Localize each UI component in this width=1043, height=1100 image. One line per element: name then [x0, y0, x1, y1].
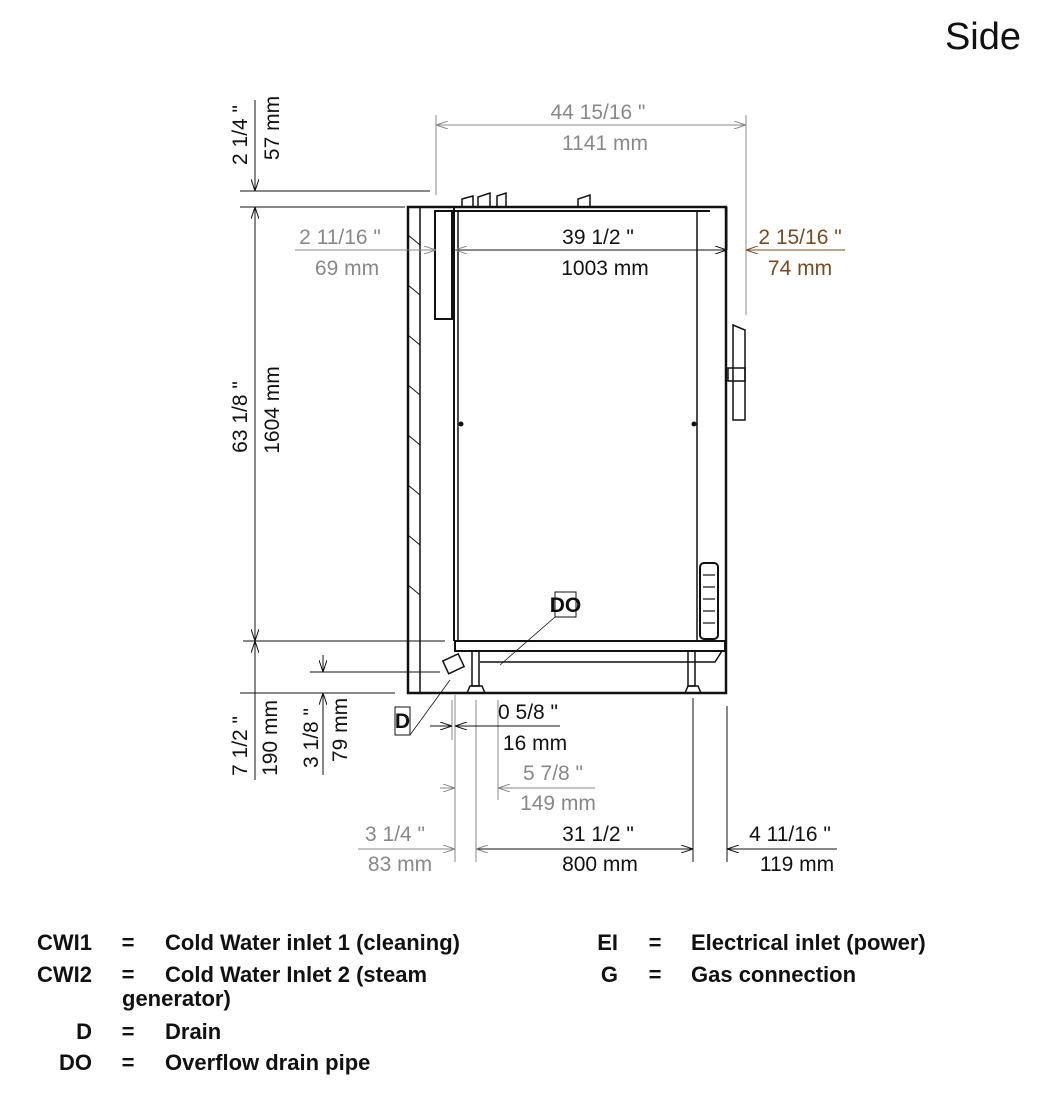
height-in: 63 1/8 ": [229, 381, 252, 453]
legend-desc: Cold Water inlet 1 (cleaning): [165, 930, 460, 955]
legend-equals: =: [121, 930, 135, 955]
top-offset-mm: 57 mm: [261, 96, 284, 160]
drain-offset-mm: 16 mm: [503, 732, 567, 755]
view-title: Side: [944, 16, 1021, 58]
d-label: D: [395, 710, 410, 733]
drain-height-mm: 79 mm: [329, 698, 352, 762]
legend-code: D: [76, 1019, 92, 1044]
legend-desc: Overflow drain pipe: [165, 1050, 371, 1075]
legend-desc: Cold Water Inlet 2 (steam: [165, 962, 428, 987]
body-width-in: 39 1/2 ": [562, 226, 634, 249]
legend-desc-cont: generator): [122, 986, 231, 1011]
legend-equals: =: [648, 962, 662, 987]
drain-height-in: 3 1/8 ": [300, 708, 323, 768]
legend-code: CWI1: [37, 930, 92, 955]
overall-width-mm: 1141 mm: [562, 132, 648, 155]
d-label-box: [394, 706, 411, 736]
do-label-box: [554, 591, 577, 618]
legend-desc: Electrical inlet (power): [691, 930, 926, 955]
legend-code: EI: [597, 930, 618, 955]
legend-code: G: [600, 962, 618, 987]
height-mm: 1604 mm: [261, 366, 284, 454]
legend-desc: Gas connection: [691, 962, 857, 987]
right-offset-in: 2 15/16 ": [758, 226, 841, 249]
legend-equals: =: [121, 1050, 135, 1075]
appliance-outline: [406, 191, 746, 695]
foot-span-in: 31 1/2 ": [562, 823, 634, 846]
left-offset-in: 2 11/16 ": [299, 226, 381, 249]
legend-equals: =: [121, 1019, 135, 1044]
extension-lines: [240, 190, 728, 694]
overflow-offset-mm: 149 mm: [520, 792, 596, 815]
top-offset-in: 2 1/4 ": [229, 105, 252, 165]
do-label: DO: [550, 594, 582, 617]
legend-code: DO: [59, 1050, 92, 1075]
body-width-mm: 1003 mm: [561, 257, 649, 280]
foot-right-mm: 119 mm: [760, 853, 834, 876]
base-height-mm: 190 mm: [259, 700, 282, 776]
foot-span-mm: 800 mm: [562, 853, 638, 876]
right-offset-mm: 74 mm: [768, 257, 832, 280]
left-offset-mm: 69 mm: [315, 257, 379, 280]
foot-right-in: 4 11/16 ": [749, 823, 831, 846]
legend-equals: =: [121, 962, 135, 987]
foot-left-in: 3 1/4 ": [365, 823, 425, 846]
technical-drawing: DO D 44 15/16 " 1141 mm 2 1/4 " 57 mm 63…: [229, 96, 845, 876]
foot-left-mm: 83 mm: [368, 853, 432, 876]
legend-code: CWI2: [37, 962, 92, 987]
legend-desc: Drain: [165, 1019, 222, 1044]
base-height-in: 7 1/2 ": [229, 716, 252, 776]
overflow-offset-in: 5 7/8 ": [523, 762, 583, 785]
legend-equals: =: [648, 930, 662, 955]
drain-offset-in: 0 5/8 ": [498, 701, 558, 724]
overall-width-in: 44 15/16 ": [550, 101, 645, 124]
